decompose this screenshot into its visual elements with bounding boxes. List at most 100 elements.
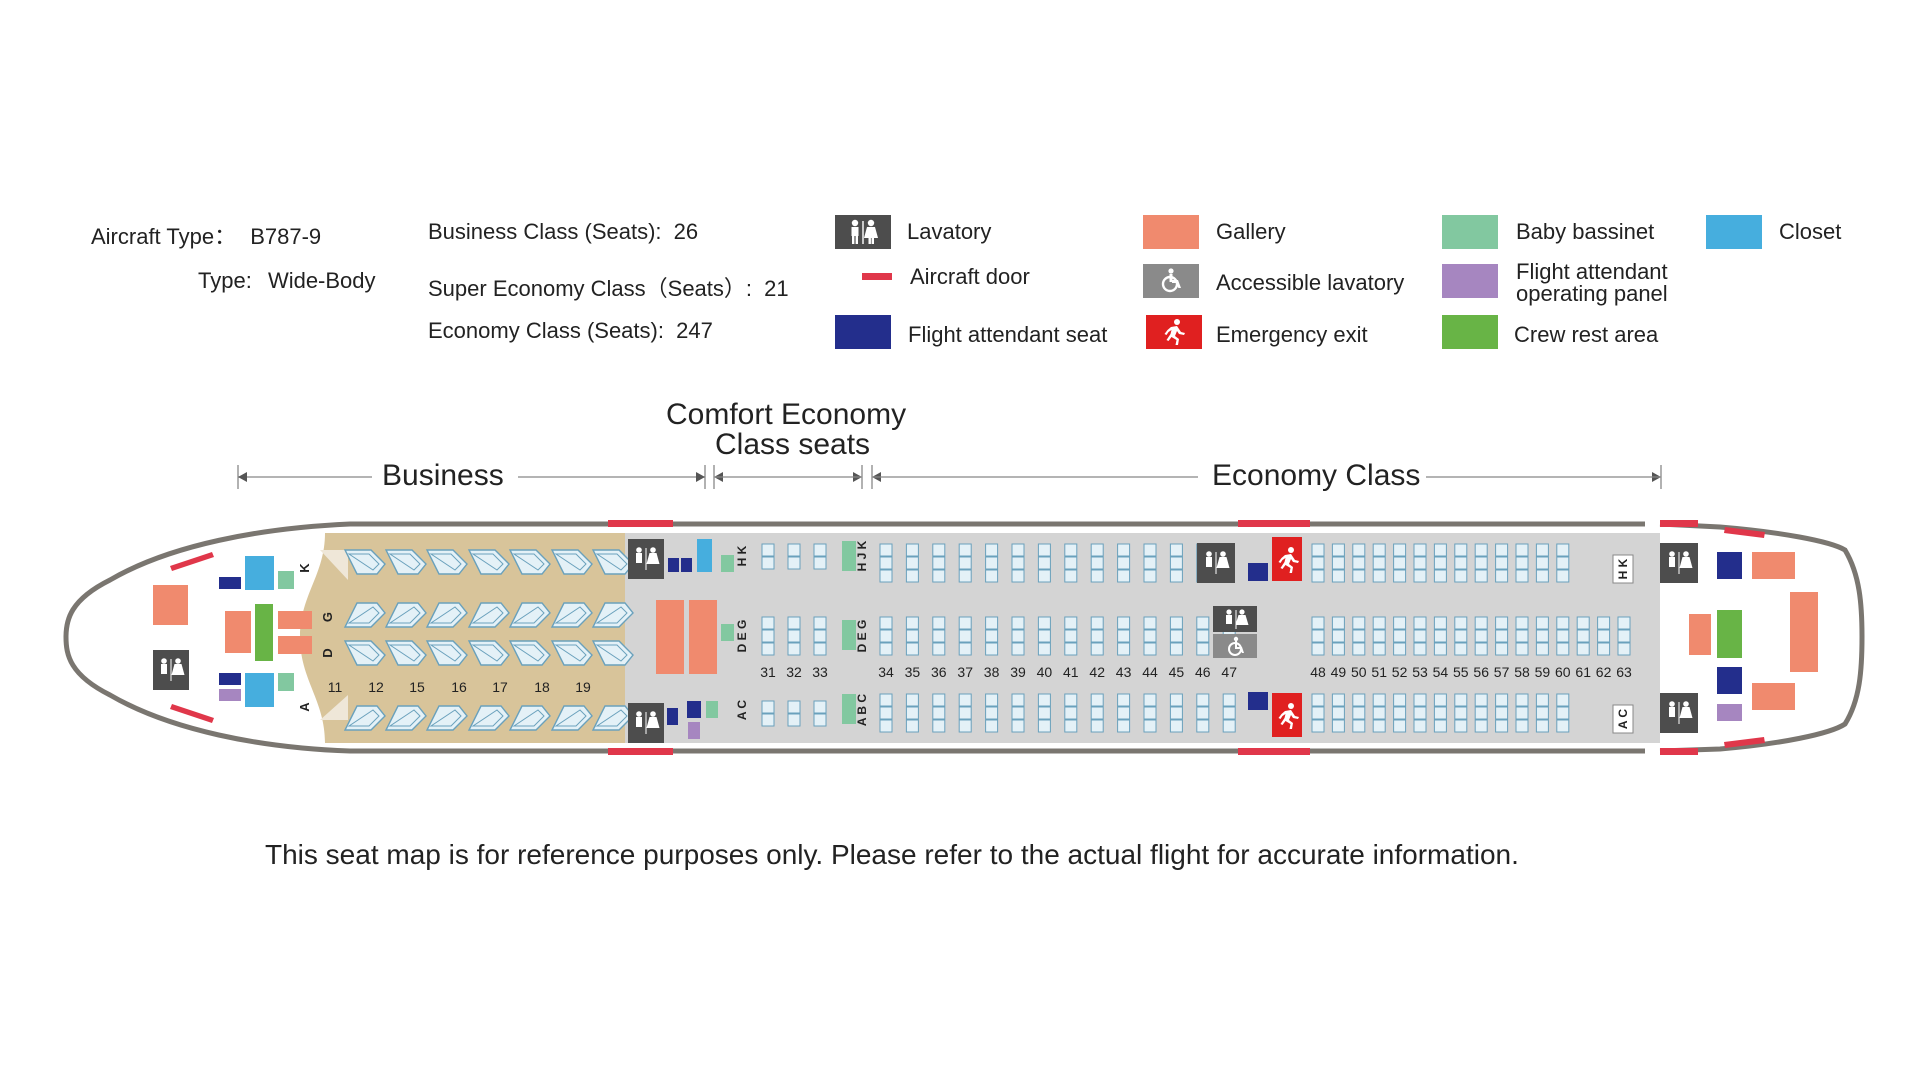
- seat-56-694-1[interactable]: [1474, 706, 1488, 720]
- seat-60-617-0[interactable]: [1556, 616, 1570, 630]
- seat-59-617-2[interactable]: [1535, 642, 1549, 656]
- seat-43-544-1[interactable]: [1117, 556, 1131, 570]
- business-seat-17K[interactable]: [508, 549, 551, 575]
- business-seat-16A[interactable]: [467, 705, 510, 731]
- seat-44-544-1[interactable]: [1143, 556, 1157, 570]
- seat-31-701-0[interactable]: [761, 700, 775, 714]
- seat-42-544-2[interactable]: [1090, 569, 1104, 583]
- seat-54-617-2[interactable]: [1433, 642, 1447, 656]
- seat-37-544-1[interactable]: [958, 556, 972, 570]
- seat-41-617-0[interactable]: [1064, 616, 1078, 630]
- seat-42-617-1[interactable]: [1090, 629, 1104, 643]
- seat-34-617-1[interactable]: [879, 629, 893, 643]
- seat-46-694-2[interactable]: [1196, 719, 1210, 733]
- seat-45-544-2[interactable]: [1169, 569, 1183, 583]
- business-seat-17G[interactable]: [508, 602, 551, 628]
- seat-61-617-2[interactable]: [1576, 642, 1590, 656]
- seat-44-617-2[interactable]: [1143, 642, 1157, 656]
- seat-44-694-2[interactable]: [1143, 719, 1157, 733]
- seat-32-544-1[interactable]: [787, 556, 801, 570]
- seat-46-694-1[interactable]: [1196, 706, 1210, 720]
- business-seat-19D[interactable]: [591, 640, 634, 666]
- seat-61-617-1[interactable]: [1576, 629, 1590, 643]
- seat-58-617-1[interactable]: [1515, 629, 1529, 643]
- business-seat-12A[interactable]: [384, 705, 427, 731]
- seat-49-544-0[interactable]: [1331, 543, 1345, 557]
- seat-37-544-0[interactable]: [958, 543, 972, 557]
- seat-32-701-1[interactable]: [787, 713, 801, 727]
- seat-40-617-0[interactable]: [1037, 616, 1051, 630]
- seat-35-544-2[interactable]: [905, 569, 919, 583]
- seat-31-617-2[interactable]: [761, 642, 775, 656]
- seat-34-544-1[interactable]: [879, 556, 893, 570]
- seat-53-617-0[interactable]: [1413, 616, 1427, 630]
- seat-44-617-1[interactable]: [1143, 629, 1157, 643]
- seat-52-694-1[interactable]: [1393, 706, 1407, 720]
- seat-31-617-0[interactable]: [761, 616, 775, 630]
- seat-38-617-1[interactable]: [985, 629, 999, 643]
- seat-39-617-2[interactable]: [1011, 642, 1025, 656]
- seat-34-617-0[interactable]: [879, 616, 893, 630]
- business-seat-16D[interactable]: [467, 640, 510, 666]
- seat-34-694-0[interactable]: [879, 693, 893, 707]
- seat-33-701-1[interactable]: [813, 713, 827, 727]
- seat-59-694-1[interactable]: [1535, 706, 1549, 720]
- seat-57-617-1[interactable]: [1495, 629, 1509, 643]
- seat-33-544-1[interactable]: [813, 556, 827, 570]
- seat-57-544-2[interactable]: [1495, 569, 1509, 583]
- seat-63-617-1[interactable]: [1617, 629, 1631, 643]
- seat-46-617-0[interactable]: [1196, 616, 1210, 630]
- seat-38-694-0[interactable]: [985, 693, 999, 707]
- seat-46-617-2[interactable]: [1196, 642, 1210, 656]
- seat-50-617-2[interactable]: [1352, 642, 1366, 656]
- seat-37-617-1[interactable]: [958, 629, 972, 643]
- seat-32-617-0[interactable]: [787, 616, 801, 630]
- seat-35-694-2[interactable]: [905, 719, 919, 733]
- seat-50-617-0[interactable]: [1352, 616, 1366, 630]
- seat-56-544-1[interactable]: [1474, 556, 1488, 570]
- seat-51-544-1[interactable]: [1372, 556, 1386, 570]
- seat-49-617-2[interactable]: [1331, 642, 1345, 656]
- seat-52-617-1[interactable]: [1393, 629, 1407, 643]
- business-seat-11A[interactable]: [343, 705, 386, 731]
- seat-39-617-1[interactable]: [1011, 629, 1025, 643]
- seat-48-617-2[interactable]: [1311, 642, 1325, 656]
- seat-50-617-1[interactable]: [1352, 629, 1366, 643]
- business-seat-18G[interactable]: [550, 602, 593, 628]
- seat-39-694-0[interactable]: [1011, 693, 1025, 707]
- seat-51-617-0[interactable]: [1372, 616, 1386, 630]
- seat-39-694-1[interactable]: [1011, 706, 1025, 720]
- seat-60-544-2[interactable]: [1556, 569, 1570, 583]
- seat-49-544-1[interactable]: [1331, 556, 1345, 570]
- seat-55-694-0[interactable]: [1454, 693, 1468, 707]
- seat-34-694-2[interactable]: [879, 719, 893, 733]
- seat-59-617-0[interactable]: [1535, 616, 1549, 630]
- seat-59-544-2[interactable]: [1535, 569, 1549, 583]
- seat-51-694-2[interactable]: [1372, 719, 1386, 733]
- seat-31-701-1[interactable]: [761, 713, 775, 727]
- business-seat-12G[interactable]: [384, 602, 427, 628]
- seat-42-617-2[interactable]: [1090, 642, 1104, 656]
- seat-54-694-1[interactable]: [1433, 706, 1447, 720]
- seat-45-544-0[interactable]: [1169, 543, 1183, 557]
- seat-56-694-0[interactable]: [1474, 693, 1488, 707]
- seat-37-617-0[interactable]: [958, 616, 972, 630]
- seat-38-694-2[interactable]: [985, 719, 999, 733]
- seat-51-617-1[interactable]: [1372, 629, 1386, 643]
- seat-36-694-0[interactable]: [932, 693, 946, 707]
- seat-57-694-0[interactable]: [1495, 693, 1509, 707]
- seat-45-694-1[interactable]: [1169, 706, 1183, 720]
- seat-50-694-1[interactable]: [1352, 706, 1366, 720]
- seat-59-617-1[interactable]: [1535, 629, 1549, 643]
- seat-49-694-2[interactable]: [1331, 719, 1345, 733]
- seat-51-544-2[interactable]: [1372, 569, 1386, 583]
- seat-41-617-2[interactable]: [1064, 642, 1078, 656]
- seat-58-694-1[interactable]: [1515, 706, 1529, 720]
- seat-48-544-1[interactable]: [1311, 556, 1325, 570]
- seat-63-617-0[interactable]: [1617, 616, 1631, 630]
- seat-45-694-2[interactable]: [1169, 719, 1183, 733]
- business-seat-16G[interactable]: [467, 602, 510, 628]
- seat-58-544-2[interactable]: [1515, 569, 1529, 583]
- seat-35-544-1[interactable]: [905, 556, 919, 570]
- seat-60-544-0[interactable]: [1556, 543, 1570, 557]
